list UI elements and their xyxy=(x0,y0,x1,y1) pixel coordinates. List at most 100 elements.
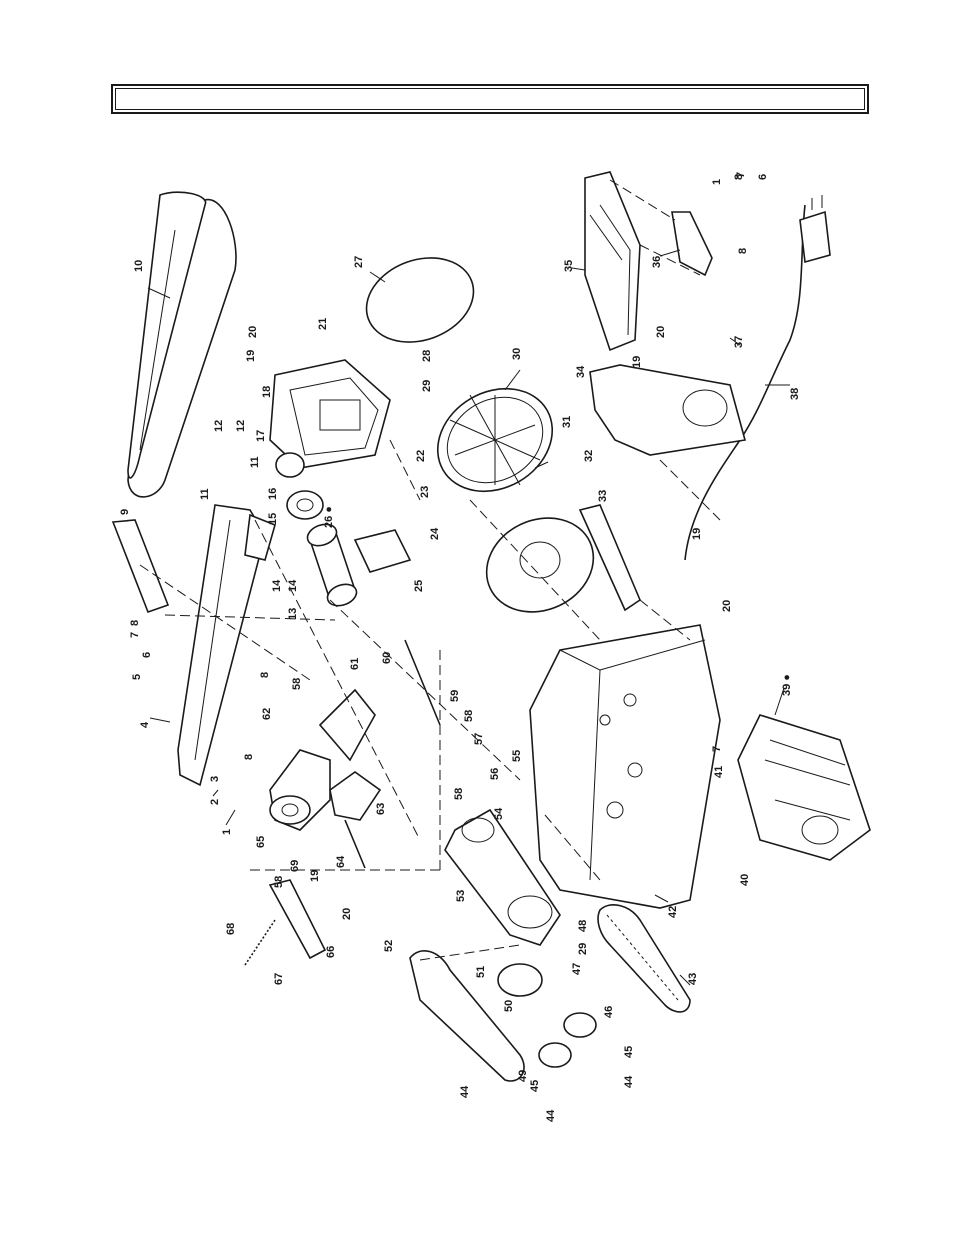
callout-31: 31 xyxy=(561,416,573,428)
part-33-disc-guard xyxy=(485,504,641,613)
part-51-pulley xyxy=(497,963,543,997)
callout-20: 20 xyxy=(721,600,733,612)
part-35-table xyxy=(584,171,641,352)
callout-51: 51 xyxy=(475,966,487,978)
callout-4: 4 xyxy=(139,721,151,728)
part-65-drive-drum xyxy=(269,749,331,831)
callout-64: 64 xyxy=(335,855,347,868)
callout-33: 33 xyxy=(597,490,609,502)
part-43-drive-belt xyxy=(597,904,691,1013)
callout-43: 43 xyxy=(687,973,699,985)
callout-58: 58 xyxy=(273,876,285,888)
callout-29: 29 xyxy=(577,943,589,955)
callout-69: 69 xyxy=(289,860,301,872)
callout-58: 58 xyxy=(453,788,465,800)
callout-19: 19 xyxy=(309,870,321,882)
callout-59: 59 xyxy=(449,690,461,702)
callout-65: 65 xyxy=(255,836,267,848)
callout-12: 12 xyxy=(235,420,247,432)
callout-29: 29 xyxy=(421,380,433,392)
callout-58: 58 xyxy=(463,710,475,722)
part-10-belt-guard xyxy=(127,191,237,498)
callout-66: 66 xyxy=(325,946,337,958)
callout-32: 32 xyxy=(583,450,595,462)
callout-23: 23 xyxy=(419,486,431,498)
callout-52: 52 xyxy=(383,940,395,952)
callout-8: 8 xyxy=(737,248,749,254)
part-46-pulley xyxy=(563,1012,597,1038)
part-66-tension-arm xyxy=(268,879,327,960)
callout-26: 26 ● xyxy=(323,506,335,528)
callout-34: 34 xyxy=(575,365,587,378)
part-63-side-plate xyxy=(329,771,382,821)
assembly-lines xyxy=(139,179,721,961)
callout-37: 37 xyxy=(733,336,745,348)
header-title-box xyxy=(111,84,869,114)
part-36-table-bracket xyxy=(671,211,713,277)
part-38-power-cord xyxy=(684,195,831,561)
part-25-mounting-plate xyxy=(353,529,412,573)
callout-11: 11 xyxy=(249,456,261,468)
callout-22: 22 xyxy=(415,450,427,462)
callout-25: 25 xyxy=(413,580,425,592)
callout-28: 28 xyxy=(421,350,433,362)
callout-38: 38 xyxy=(789,388,801,400)
callout-8: 8 xyxy=(733,174,745,180)
callout-12: 12 xyxy=(213,420,225,432)
callout-45: 45 xyxy=(529,1080,541,1092)
callout-8: 8 xyxy=(243,754,255,760)
part-59-shaft xyxy=(404,639,441,726)
callout-60: 60 xyxy=(381,652,393,664)
callout-24: 24 xyxy=(429,527,441,540)
callout-13: 13 xyxy=(287,608,299,620)
callout-19: 19 xyxy=(631,356,643,368)
callout-55: 55 xyxy=(511,750,523,762)
part-67-spring xyxy=(244,919,276,966)
callout-20: 20 xyxy=(341,908,353,920)
callout-15: 15 xyxy=(267,513,279,525)
callout-42: 42 xyxy=(667,906,679,918)
callout-57: 57 xyxy=(473,733,485,745)
part-49-pulley xyxy=(538,1042,572,1068)
callout-9: 9 xyxy=(119,509,131,515)
part-30-disc-plate xyxy=(436,387,554,493)
callout-49: 49 xyxy=(517,1070,529,1082)
callout-35: 35 xyxy=(563,260,575,272)
callout-50: 50 xyxy=(503,1000,515,1012)
part-34-table-support xyxy=(589,364,747,456)
callout-39: 39 ● xyxy=(781,674,793,696)
callout-54: 54 xyxy=(493,807,505,820)
callout-30: 30 xyxy=(511,348,523,360)
callout-3: 3 xyxy=(209,776,221,782)
callout-67: 67 xyxy=(273,973,285,985)
part-52-drum xyxy=(409,950,525,1082)
part-18-switch-box xyxy=(269,359,391,469)
callout-21: 21 xyxy=(317,318,329,330)
part-4-sanding-bed xyxy=(177,504,276,787)
callout-5: 5 xyxy=(131,674,143,680)
callout-56: 56 xyxy=(489,768,501,780)
callout-14: 14 xyxy=(271,579,283,592)
part-64-shaft xyxy=(344,819,366,869)
callout-1: 1 xyxy=(221,829,233,835)
part-39-motor xyxy=(737,714,871,861)
callout-6: 6 xyxy=(757,174,769,180)
callout-63: 63 xyxy=(375,803,387,815)
callout-61: 61 xyxy=(349,658,361,670)
callout-labels: 1 2 3 4 5 6 7 8 8 8 9 10 11 11 12 12 13 … xyxy=(119,172,801,1122)
callout-20: 20 xyxy=(655,326,667,338)
part-53-belt-housing xyxy=(444,808,561,946)
callout-53: 53 xyxy=(455,890,467,902)
callout-6: 6 xyxy=(141,652,153,658)
callout-36: 36 xyxy=(651,256,663,268)
callout-19: 19 xyxy=(245,350,257,362)
callout-44: 44 xyxy=(459,1085,471,1098)
callout-62: 62 xyxy=(261,708,273,720)
callout-14: 14 xyxy=(287,579,299,592)
part-42-base-cabinet xyxy=(529,624,721,909)
callout-1: 1 xyxy=(711,179,723,185)
part-13-idler-drum xyxy=(306,523,358,607)
callout-7: 7 xyxy=(129,632,141,638)
callout-16: 16 xyxy=(267,488,279,500)
